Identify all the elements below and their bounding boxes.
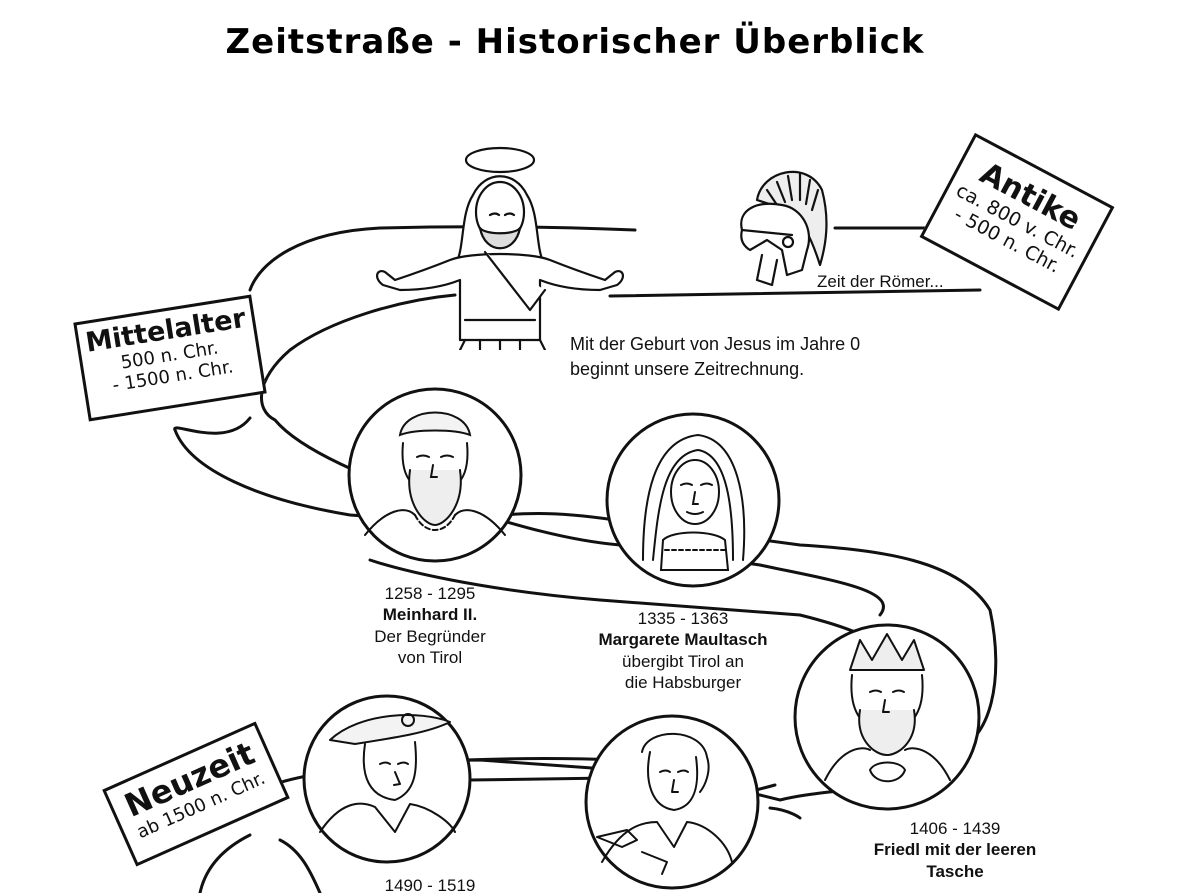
jesus-figure-icon bbox=[376, 146, 624, 350]
caption-jesus-line1: Mit der Geburt von Jesus im Jahre 0 bbox=[570, 334, 861, 354]
person-label-margarete: 1335 - 1363 Margarete Maultasch übergibt… bbox=[553, 608, 813, 693]
caption-roemer: Zeit der Römer... bbox=[817, 272, 944, 291]
person-label-maximilian: 1490 - 1519 bbox=[330, 875, 530, 896]
portrait-margarete bbox=[605, 412, 781, 588]
person-name-line1: Friedl mit der leeren bbox=[873, 840, 1037, 860]
person-label-meinhard: 1258 - 1295 Meinhard II. Der Begründer v… bbox=[330, 583, 530, 668]
caption-jesus: Mit der Geburt von Jesus im Jahre 0 begi… bbox=[570, 332, 970, 382]
person-name: Meinhard II. bbox=[382, 605, 478, 625]
portrait-maximilian bbox=[302, 694, 472, 864]
person-desc-line2: von Tirol bbox=[397, 647, 463, 667]
caption-jesus-line2: beginnt unsere Zeitrechnung. bbox=[570, 359, 805, 380]
person-years: 1490 - 1519 bbox=[384, 876, 476, 895]
person-desc-line1: übergibt Tirol an bbox=[622, 651, 744, 671]
person-desc-line2: die Habsburger bbox=[624, 672, 742, 692]
roman-helmet-icon bbox=[740, 170, 828, 287]
person-label-friedl: 1406 - 1439 Friedl mit der leeren Tasche bbox=[820, 818, 1090, 882]
portrait-friedl bbox=[793, 623, 981, 811]
person-name-line2: Tasche bbox=[926, 861, 984, 881]
person-years: 1335 - 1363 bbox=[637, 609, 729, 628]
person-years: 1406 - 1439 bbox=[909, 819, 1001, 838]
page-title: Zeitstraße - Historischer Überblick bbox=[225, 22, 925, 62]
portrait-meinhard bbox=[347, 387, 523, 563]
person-desc-line1: Der Begründer bbox=[374, 626, 486, 646]
person-name: Margarete Maultasch bbox=[598, 630, 768, 650]
person-years: 1258 - 1295 bbox=[384, 584, 476, 603]
portrait-scholar bbox=[584, 714, 760, 890]
